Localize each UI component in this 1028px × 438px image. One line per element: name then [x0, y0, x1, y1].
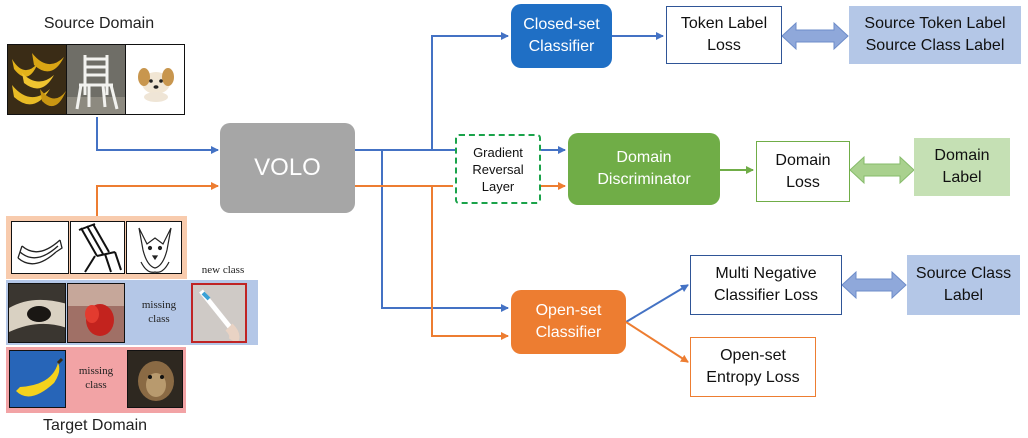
domain-loss-line-2: Loss [786, 173, 820, 191]
mn-loss-line-2: Classifier Loss [713, 287, 819, 304]
source-class-label-line-2: Label [943, 287, 984, 304]
volo-backbone: VOLO [220, 123, 355, 213]
domain-label-box: Domain Label [914, 138, 1010, 196]
entropy-loss-line-1: Open-set [720, 347, 786, 364]
open-set-line-1: Open-set [535, 302, 602, 319]
domain-loss-line-1: Domain [775, 151, 831, 169]
open-set-entropy-loss-box: Open-set Entropy Loss [690, 337, 816, 397]
token-loss-double-arrow [781, 21, 849, 51]
closed-set-classifier: Closed-set Classifier [511, 4, 612, 68]
target-domain-title: Target Domain [42, 417, 148, 434]
source-image-bananas [7, 44, 67, 115]
to-closed-set-arrow [431, 32, 509, 150]
closed-set-line-2: Classifier [528, 38, 595, 55]
domain-disc-line-1: Domain [616, 149, 672, 166]
token-label-loss-box: Token Label Loss [666, 6, 782, 64]
closed-set-line-1: Closed-set [523, 16, 600, 33]
target-image-toothbrush [191, 283, 247, 343]
target-to-volo-arrow [96, 182, 219, 216]
entropy-loss-line-2: Entropy Loss [706, 369, 800, 386]
open-to-mn-loss-arrow [625, 284, 689, 323]
source-class-label-box: Source Class Label [907, 255, 1020, 315]
open-set-classifier: Open-set Classifier [511, 290, 626, 354]
target-image-dog-sketch [126, 221, 182, 274]
missing-class-1-line-2: class [148, 313, 170, 325]
new-class-label: new class [201, 264, 245, 276]
missing-class-label-2: missing class [66, 362, 126, 394]
domain-label-line-2: Label [942, 169, 982, 186]
missing-class-1-line-1: missing [141, 299, 177, 311]
source-labels-box: Source Token Label Source Class Label [849, 6, 1021, 64]
domain-label-line-1: Domain [934, 147, 990, 164]
source-domain-title: Source Domain [43, 15, 155, 32]
target-image-red-photo [67, 283, 125, 343]
target-image-dark-photo [8, 283, 66, 343]
grl-line-3: Layer [481, 178, 515, 194]
source-class-label-text: Source Class Label [865, 37, 1005, 54]
target-image-banana-sketch [11, 221, 69, 274]
open-set-line-2: Classifier [535, 324, 602, 341]
missing-class-2-line-2: class [85, 379, 107, 391]
domain-loss-double-arrow [849, 155, 915, 185]
source-to-volo-arrow [96, 117, 219, 154]
mn-loss-line-1: Multi Negative [715, 265, 817, 282]
source-image-puppy [125, 44, 185, 115]
domain-disc-line-2: Discriminator [597, 171, 691, 188]
to-open-set-blue-arrow [381, 150, 509, 312]
domain-loss-box: Domain Loss [756, 141, 850, 202]
missing-class-2-line-1: missing [78, 365, 114, 377]
multi-negative-loss-box: Multi Negative Classifier Loss [690, 255, 842, 315]
target-image-dog-photo [127, 350, 183, 408]
domain-discriminator: Domain Discriminator [568, 133, 720, 205]
target-image-banana-photo [9, 350, 66, 408]
grl-line-1: Gradient [473, 144, 523, 160]
missing-class-label-1: missing class [128, 296, 190, 328]
mn-loss-double-arrow [841, 270, 907, 300]
source-token-label-text: Source Token Label [864, 15, 1006, 32]
to-open-set-orange-arrow [431, 186, 509, 340]
source-image-chair [66, 44, 126, 115]
source-class-label-line-1: Source Class [915, 265, 1012, 282]
token-loss-line-1: Token Label [680, 15, 768, 32]
token-loss-line-2: Loss [707, 37, 741, 54]
grl-line-2: Reversal [472, 161, 524, 177]
target-image-chair-sketch [70, 221, 125, 274]
open-to-entropy-loss-arrow [625, 321, 689, 363]
gradient-reversal-layer: Gradient Reversal Layer [455, 134, 541, 204]
